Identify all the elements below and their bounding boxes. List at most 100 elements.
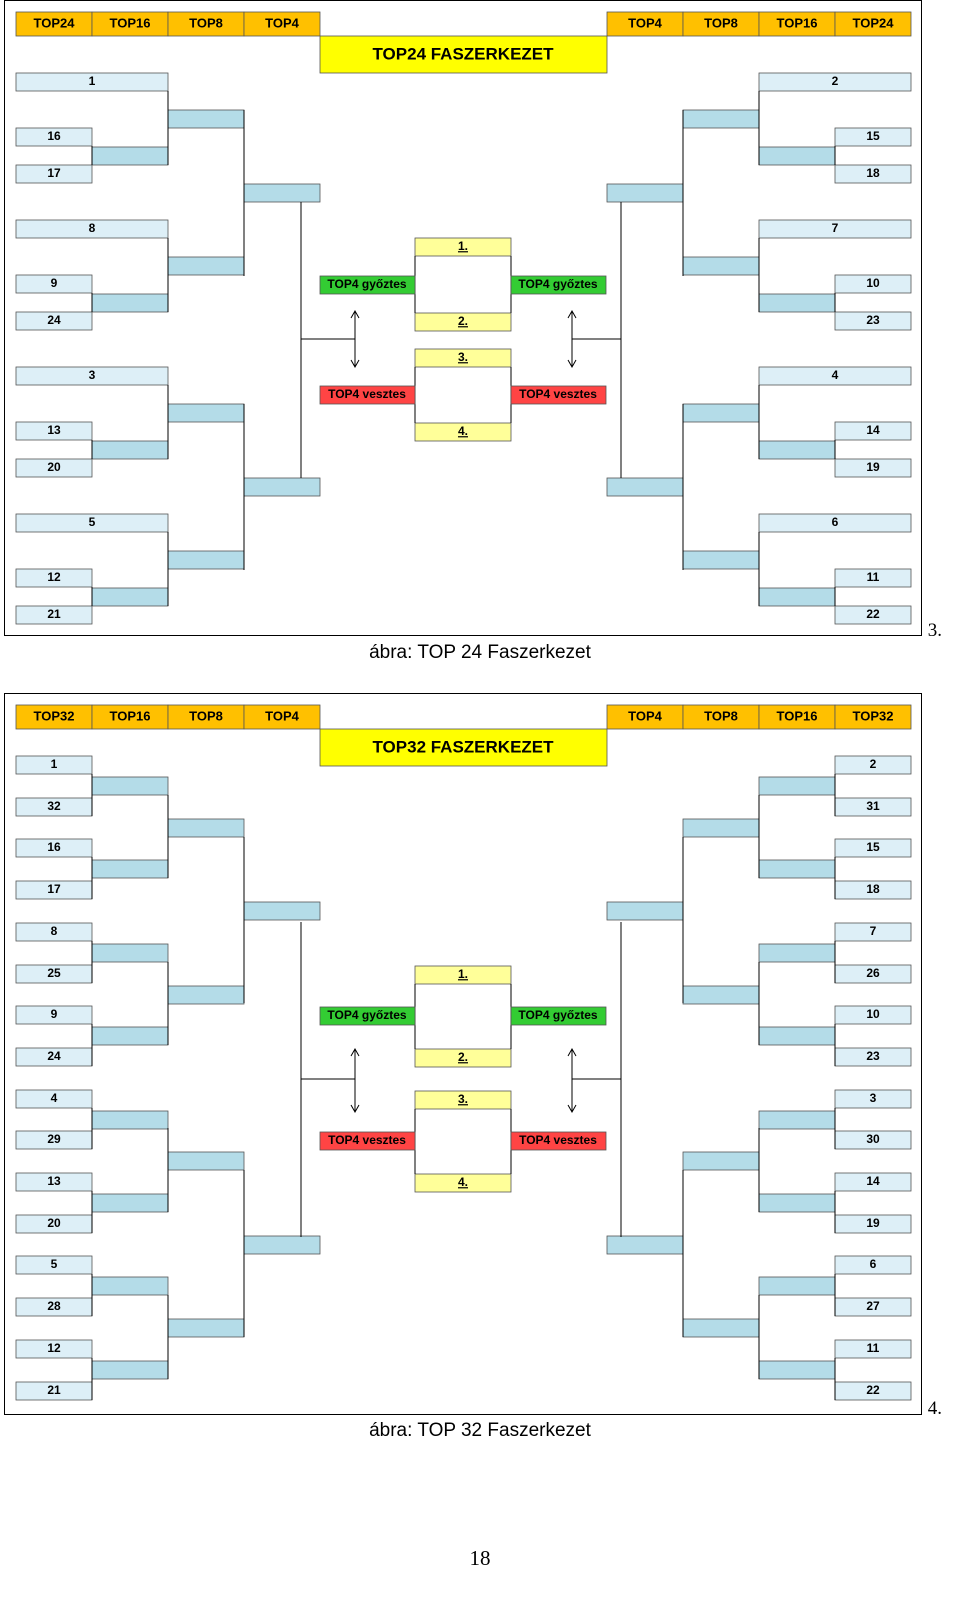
result-box [91, 587, 169, 607]
seed-label: 18 [866, 882, 880, 896]
seed-label: 12 [47, 1341, 61, 1355]
figure-number: 3. [927, 620, 942, 641]
final-place-4-label: 4. [458, 1175, 468, 1189]
result-box [606, 901, 684, 921]
final-place-2 [414, 312, 512, 332]
seed-label: 4 [51, 1091, 58, 1105]
seed-label: 13 [47, 1174, 61, 1188]
seed-label: 21 [47, 607, 61, 621]
round-header [758, 11, 836, 37]
seed-label: 6 [870, 1257, 877, 1271]
seed-box [758, 513, 912, 533]
round-header-label: TOP16 [110, 15, 151, 30]
result-box [682, 985, 760, 1005]
round-header [758, 704, 836, 730]
result-box [606, 477, 684, 497]
seed-label: 25 [47, 966, 61, 980]
seed-box [15, 1339, 93, 1359]
seed-label: 14 [866, 423, 880, 437]
loser-label: TOP4 vesztes [328, 1133, 406, 1147]
final-place-3 [414, 348, 512, 368]
round-header-label: TOP16 [110, 708, 151, 723]
seed-box [834, 164, 912, 184]
result-box [91, 1110, 169, 1130]
seed-label: 32 [47, 799, 61, 813]
result-box [758, 1360, 836, 1380]
seed-label: 1 [89, 74, 96, 88]
seed-box [834, 458, 912, 478]
seed-label: 8 [51, 924, 58, 938]
final-place-1-label: 1. [458, 967, 468, 981]
seed-box [834, 127, 912, 147]
seed-label: 18 [866, 166, 880, 180]
seed-label: 11 [867, 570, 880, 584]
seed-label: 29 [47, 1132, 61, 1146]
seed-label: 9 [51, 276, 58, 290]
figure-caption: ábra: TOP 32 Faszerkezet [369, 1420, 591, 1441]
winner-label: TOP4 győztes [327, 277, 406, 291]
figure-number: 4. [927, 1398, 942, 1419]
arrow-head-down [350, 1104, 360, 1114]
loser-label-box [319, 385, 416, 405]
result-box [243, 183, 321, 203]
seed-box [834, 1005, 912, 1025]
arrow-head-up [567, 309, 577, 319]
seed-box [834, 605, 912, 625]
result-box [167, 109, 245, 129]
seed-box [15, 838, 93, 858]
result-box [91, 1026, 169, 1046]
result-box [758, 146, 836, 166]
round-header-label: TOP24 [34, 15, 76, 30]
round-header [606, 11, 684, 37]
seed-box [758, 366, 912, 386]
round-header-label: TOP4 [265, 15, 299, 30]
result-box [682, 1151, 760, 1171]
arrow-head-up [567, 1047, 577, 1057]
seed-box [15, 755, 93, 775]
figure-caption: ábra: TOP 24 Faszerkezet [369, 642, 591, 663]
seed-label: 12 [47, 570, 61, 584]
loser-label: TOP4 vesztes [519, 1133, 597, 1147]
round-header-label: TOP8 [189, 708, 223, 723]
result-box [758, 440, 836, 460]
round-header [834, 704, 912, 730]
result-box [91, 1360, 169, 1380]
final-place-2-label: 2. [458, 1050, 468, 1064]
final-place-4-label: 4. [458, 424, 468, 438]
result-box [243, 1235, 321, 1255]
result-box [682, 1318, 760, 1338]
result-box [91, 293, 169, 313]
seed-box [758, 219, 912, 239]
seed-box [834, 755, 912, 775]
result-box [758, 776, 836, 796]
round-header [682, 704, 760, 730]
round-header-label: TOP8 [189, 15, 223, 30]
arrow-head-up [350, 309, 360, 319]
seed-label: 3 [89, 368, 96, 382]
seed-label: 24 [47, 313, 61, 327]
loser-label: TOP4 vesztes [519, 387, 597, 401]
winner-label: TOP4 győztes [518, 1008, 597, 1022]
result-box [167, 403, 245, 423]
seed-label: 19 [866, 460, 880, 474]
result-box [758, 1193, 836, 1213]
winner-label: TOP4 győztes [518, 277, 597, 291]
round-header-label: TOP4 [628, 708, 662, 723]
seed-box [15, 366, 169, 386]
final-place-4 [414, 422, 512, 442]
seed-box [15, 1172, 93, 1192]
seed-label: 23 [866, 1049, 880, 1063]
seed-label: 17 [47, 166, 61, 180]
round-header-label: TOP16 [777, 708, 818, 723]
seed-box [15, 1089, 93, 1109]
seed-box [15, 1005, 93, 1025]
arrow-head-up [350, 1047, 360, 1057]
final-place-1-label: 1. [458, 239, 468, 253]
seed-label: 30 [866, 1132, 880, 1146]
result-box [758, 859, 836, 879]
seed-label: 10 [866, 276, 880, 290]
result-box [758, 293, 836, 313]
seed-box [758, 72, 912, 92]
seed-box [15, 922, 93, 942]
